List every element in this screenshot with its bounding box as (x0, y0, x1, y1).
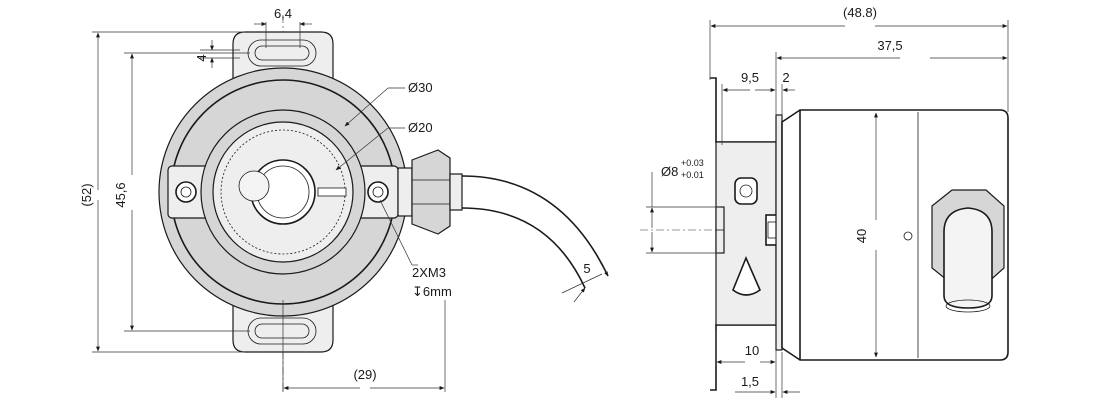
dim-overall-height: (52) (79, 31, 245, 353)
dim-outer-diameter-label: Ø30 (408, 80, 433, 95)
dim-cable-bend-label: 5 (583, 261, 590, 276)
dim-shaft-tol-upper-label: +0.03 (681, 158, 704, 168)
dim-cable-offset: (29) (282, 300, 446, 392)
leader-outer-diameter: Ø30 (344, 80, 433, 127)
right-screw-hole (367, 181, 389, 203)
dim-inner-diameter-label: Ø20 (408, 120, 433, 135)
washer-plate (775, 114, 783, 351)
dim-shaft-tol-lower-label: +0.01 (681, 170, 704, 180)
flange-bracket (710, 77, 777, 391)
dim-overall-height-label: (52) (79, 183, 94, 206)
dim-lug-width-label: 6,4 (274, 6, 292, 21)
dim-flange-gap-label: 2 (782, 70, 789, 85)
dim-cable-offset-label: (29) (353, 367, 376, 382)
dim-lug-offset: 4 (194, 40, 240, 68)
left-screw-hole (175, 181, 197, 203)
side-view: (48.8) 37,5 9,5 2 Ø8 (640, 5, 1009, 398)
dim-flange-offset: 9,5 (721, 70, 776, 145)
dim-shaft-diameter-label: Ø8 (661, 164, 678, 179)
dim-flange-offset-label: 9,5 (741, 70, 759, 85)
dim-lug-width: 6,4 (254, 6, 312, 48)
dim-body-length: 37,5 (775, 38, 1008, 116)
dim-flange-depth: 10 (715, 330, 776, 366)
dim-total-length: (48.8) (709, 5, 1009, 112)
cable-gland (397, 149, 463, 235)
dim-total-length-label: (48.8) (843, 5, 877, 20)
leader-inner-diameter: Ø20 (335, 120, 433, 171)
dim-body-diameter-label: 40 (854, 229, 869, 243)
dim-flange-gap: 2 (781, 70, 795, 116)
dim-flange-thickness-label: 1,5 (741, 374, 759, 389)
leader-screw-spec: 2XM3 ↧6mm (379, 199, 452, 299)
dim-mount-pitch-label: 45,6 (113, 182, 128, 207)
screw-depth-label: ↧6mm (412, 284, 452, 299)
dim-mount-pitch: 45,6 (113, 52, 250, 332)
dim-body-diameter: 40 (854, 112, 878, 358)
dim-body-length-label: 37,5 (877, 38, 902, 53)
cable-gland-side (931, 189, 1005, 313)
cable-lower-edge (461, 207, 586, 289)
dim-shaft-diameter: Ø8 +0.03 +0.01 (646, 158, 720, 254)
dim-cable-bend: 5 (561, 261, 609, 303)
dim-flange-depth-label: 10 (745, 343, 759, 358)
screw-spec-label: 2XM3 (412, 265, 446, 280)
dim-flange-thickness: 1,5 (735, 350, 800, 398)
cable-upper-edge (461, 175, 609, 277)
dim-lug-offset-label: 4 (194, 54, 209, 61)
front-view: 6,4 4 (52) 45,6 (79, 6, 609, 392)
